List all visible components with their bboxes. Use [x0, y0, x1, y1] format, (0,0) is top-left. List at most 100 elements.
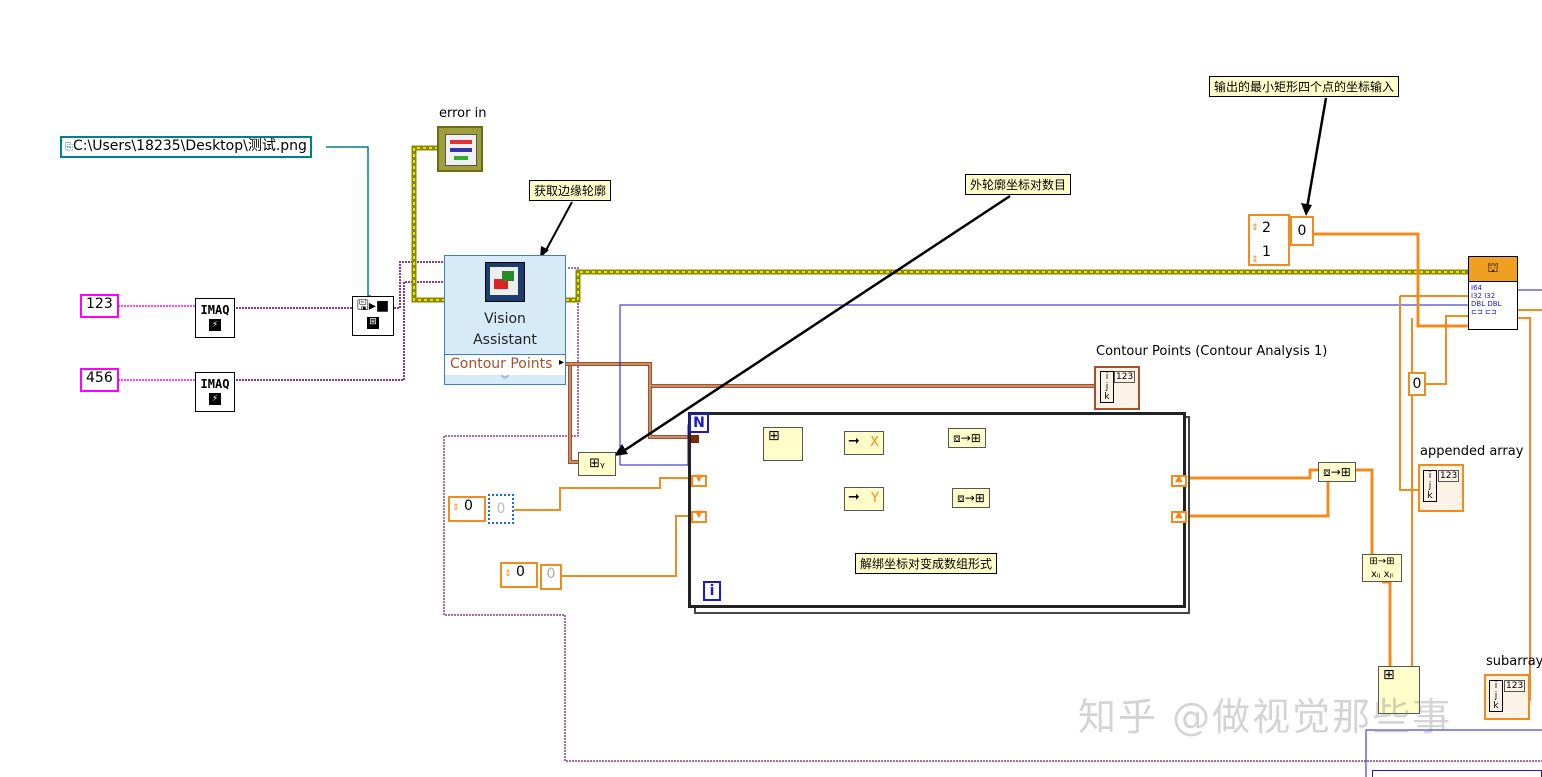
subvi-icon: ⛫	[1469, 257, 1517, 282]
comment-edge-contour: 获取边缘轮廓	[529, 180, 612, 201]
num-wire-2	[562, 515, 690, 577]
shift-register-left-2[interactable]: ▼	[691, 509, 707, 523]
image-out-icon: ⊞	[367, 317, 379, 329]
down-arrow-icon: ▼	[695, 473, 703, 484]
indicator-num-badge: 123	[1114, 371, 1136, 383]
path-text: C:\Users\18235\Desktop\测试.png	[73, 138, 307, 154]
imaq-create-node-2[interactable]: IMAQ ⚡	[195, 372, 235, 412]
imaq-label: IMAQ	[200, 303, 230, 317]
index-control-2-inner-value: 0	[546, 566, 556, 582]
array-dims-top: 2	[1262, 220, 1271, 236]
comment-unbundle: 解绑坐标对变成数组形式	[855, 553, 998, 574]
constant-456[interactable]: 456	[80, 368, 119, 392]
array-subset-node[interactable]: ⊞	[1378, 666, 1420, 714]
shift-register-right-2[interactable]: ▲	[1171, 509, 1187, 523]
transpose-node[interactable]: ⊞→⊞xᵢⱼ xⱼᵢ	[1362, 554, 1402, 582]
index-control-1-inner-value: 0	[496, 501, 506, 517]
array-dims-bottom: 1	[1262, 244, 1271, 260]
array-size-node[interactable]: ⊞ᵧ	[578, 452, 616, 476]
build-array-x-node[interactable]: ⧈→⊞	[948, 428, 986, 448]
error-in-label: error in	[439, 106, 487, 121]
num-wire-dims	[1314, 232, 1468, 328]
unbundle-x-node[interactable]: ➞ X	[844, 431, 884, 455]
bottom-right-node[interactable]	[1372, 770, 1542, 777]
imaq-create-node-1[interactable]: IMAQ ⚡	[195, 298, 235, 338]
transpose-icon: ⊞→⊞xᵢⱼ xⱼᵢ	[1369, 556, 1395, 580]
arrow-edge	[544, 201, 573, 253]
watermark: 知乎 @做视觉那些事	[1078, 695, 1453, 739]
path-constant[interactable]: ⎘C:\Users\18235\Desktop\测试.png	[60, 136, 312, 158]
build-array-y-node[interactable]: ⧈→⊞	[952, 488, 990, 508]
num-wire-1	[514, 477, 690, 511]
index-control-1-value: 0	[464, 498, 473, 514]
num-wire-8	[1188, 478, 1330, 518]
index-control-2-value: 0	[516, 564, 525, 580]
up-arrow-icon: ▲	[1175, 509, 1183, 520]
comment-min-rect: 输出的最小矩形四个点的坐标输入	[1209, 76, 1400, 97]
index-control-1[interactable]: ⇕ 0	[448, 496, 486, 522]
unbundle-arrow-icon: ➞	[848, 433, 860, 449]
contour-points-terminal-label: Contour Points	[450, 356, 553, 372]
index-control-1-inner[interactable]: 0	[488, 494, 514, 524]
path-icon: ⎘	[65, 142, 73, 153]
indicator-num-badge: 123	[1504, 680, 1526, 692]
appended-array-label: appended array	[1420, 444, 1524, 459]
cluster-wire-indicator	[566, 362, 1096, 388]
save-path-icon: 🖫▸■	[356, 298, 390, 314]
array-dims-value[interactable]: 0	[1290, 216, 1314, 246]
loop-count-terminal[interactable]: N	[689, 413, 709, 433]
up-arrow-icon: ▲	[1175, 473, 1183, 484]
imaq-read-file-node[interactable]: 🖫▸■ ⊞	[352, 296, 394, 336]
contour-points-terminal[interactable]: Contour Points ▸	[445, 354, 565, 375]
index-array-icon: ⊞	[768, 428, 780, 444]
vision-assistant-node[interactable]: Vision Assistant Contour Points ▸ ︾	[444, 255, 566, 385]
vision-assistant-icon	[485, 262, 525, 302]
imaq-create-icon: ⚡	[209, 393, 221, 405]
unbundle-arrow-icon: ➞	[848, 489, 860, 505]
num-wire-7	[1188, 468, 1318, 480]
subarray-label: subarray	[1486, 654, 1542, 669]
constant-123[interactable]: 123	[80, 294, 119, 318]
arrow-rect	[1305, 97, 1328, 209]
array-dims-control[interactable]: 2 1 ⇕⇕	[1248, 214, 1290, 266]
build-array-output-node[interactable]: ⧈→⊞	[1318, 462, 1356, 482]
vision-assistant-title-2: Assistant	[473, 332, 537, 348]
unbundle-x-label: X	[870, 435, 879, 450]
index-array-node[interactable]: ⊞	[763, 427, 803, 461]
num-wire-9	[1356, 468, 1374, 555]
index-control-2[interactable]: ⇕ 0	[500, 562, 538, 588]
imaq-create-icon: ⚡	[209, 319, 221, 331]
error-cluster-icon	[445, 134, 477, 166]
down-arrow-icon: ▼	[695, 509, 703, 520]
comment-outer-count: 外轮廓坐标对数目	[965, 174, 1072, 195]
build-array-icon: ⧈→⊞	[953, 431, 981, 445]
int-wire-size	[619, 304, 1468, 465]
unbundle-y-node[interactable]: ➞ Y	[844, 487, 884, 511]
zero-constant-right[interactable]: 0	[1408, 372, 1426, 396]
shift-register-right-1[interactable]: ▲	[1171, 473, 1187, 487]
image-wire-3	[394, 261, 446, 309]
contour-points-indicator-label: Contour Points (Contour Analysis 1)	[1096, 344, 1328, 359]
unbundle-y-label: Y	[871, 491, 879, 506]
expand-chevron-icon[interactable]: ︾	[501, 375, 509, 384]
build-array-icon: ⧈→⊞	[1323, 465, 1351, 479]
loop-iteration-terminal: i	[703, 581, 721, 601]
cluster-tunnel[interactable]	[691, 435, 699, 443]
index-control-2-inner[interactable]: 0	[540, 564, 562, 590]
array-size-icon: ⊞ᵧ	[589, 456, 605, 471]
error-wire-out	[566, 269, 1468, 303]
image-wire-2	[236, 281, 446, 381]
vision-assistant-title-1: Vision	[484, 311, 526, 327]
error-in-control[interactable]	[437, 126, 483, 172]
stepper-icon: ⇕	[452, 503, 460, 513]
shift-register-left-1[interactable]: ▼	[691, 473, 707, 487]
terminal-arrow-icon: ▸	[558, 357, 564, 368]
